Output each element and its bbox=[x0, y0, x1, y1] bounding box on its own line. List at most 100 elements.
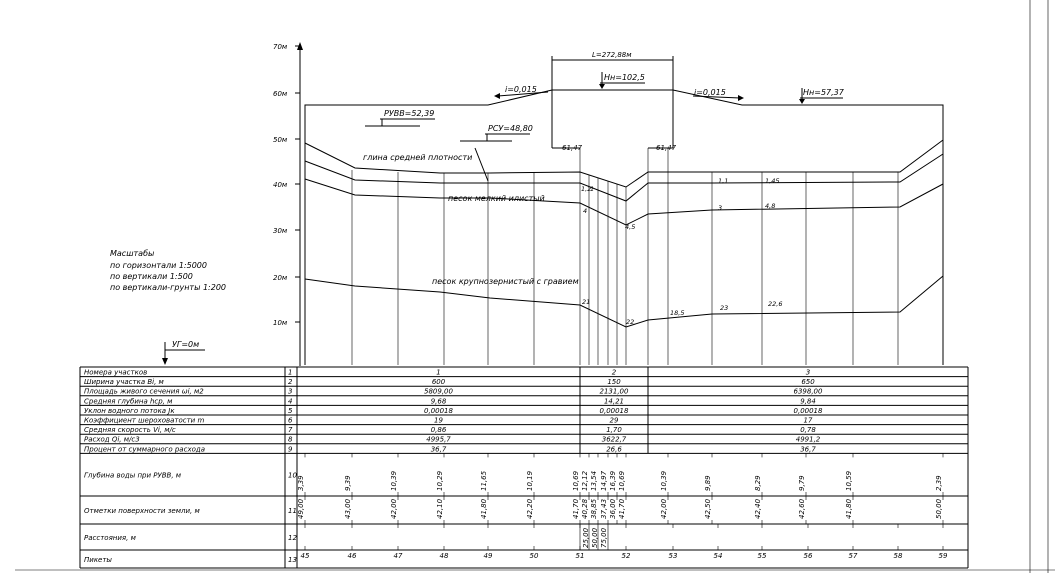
depth-value: 12,12 bbox=[581, 470, 589, 491]
picket-number: 59 bbox=[939, 552, 948, 560]
scale-horizontal: по горизонтали 1:5000 bbox=[110, 261, 207, 270]
table-cell: 650 bbox=[801, 378, 815, 386]
elevation-value: 42,40 bbox=[754, 498, 762, 519]
elevation-value: 41,80 bbox=[845, 498, 853, 519]
table-row-label: Коэффициент шероховатости m bbox=[84, 417, 204, 425]
mark-left: 61,47 bbox=[562, 144, 583, 152]
picket-number: 45 bbox=[301, 552, 310, 560]
axis-label: 60м bbox=[273, 90, 288, 98]
depth-value: 14,97 bbox=[600, 470, 608, 491]
picket-number: 57 bbox=[849, 552, 858, 560]
layer-label: 4 bbox=[583, 207, 587, 215]
table-row-number: 7 bbox=[288, 426, 293, 434]
rvv-mark: РУВВ=52,39 bbox=[365, 109, 435, 127]
scales-title: Масштабы bbox=[110, 249, 154, 258]
depth-value: 10,69 bbox=[572, 470, 580, 491]
table-row-label: Глубина воды при РУВВ, м bbox=[84, 472, 182, 480]
depth-value: 10,59 bbox=[845, 470, 853, 491]
elevation-value: 40,28 bbox=[581, 498, 589, 519]
layer-label: 4,5 bbox=[625, 223, 635, 231]
scale-vertical-soils: по вертикали-грунты 1:200 bbox=[110, 283, 226, 292]
axis-label: 40м bbox=[273, 181, 288, 189]
picket-number: 53 bbox=[669, 552, 678, 560]
table-cell: 9,84 bbox=[800, 397, 816, 405]
picket-number: 46 bbox=[348, 552, 357, 560]
table-row-label: Пикеты bbox=[84, 556, 112, 564]
depth-value: 11,65 bbox=[480, 470, 488, 491]
table-cell: 36,7 bbox=[800, 445, 816, 453]
table-cell: 3622,7 bbox=[602, 436, 627, 444]
axis-label: 70м bbox=[273, 43, 288, 51]
table-cell: 4995,7 bbox=[426, 436, 451, 444]
table-cell: 2131,00 bbox=[600, 388, 629, 396]
layer-label: 22,6 bbox=[768, 300, 782, 308]
distance-value: 50,00 bbox=[591, 527, 599, 548]
elevation-value: 49,00 bbox=[297, 498, 305, 519]
picket-number: 50 bbox=[530, 552, 539, 560]
layer-label: 21 bbox=[582, 298, 590, 306]
table-cell: 17 bbox=[804, 417, 813, 425]
depth-value: 10,39 bbox=[390, 470, 398, 491]
picket-number: 48 bbox=[440, 552, 449, 560]
soil-gravel-label: песок крупнозернистый с гравием bbox=[432, 277, 579, 286]
table-cell: 1 bbox=[436, 369, 440, 377]
boring-verticals bbox=[351, 148, 899, 365]
elevation-value: 42,00 bbox=[390, 498, 398, 519]
svg-text:РУВВ=52,39: РУВВ=52,39 bbox=[384, 109, 434, 118]
depth-value: 2,39 bbox=[935, 475, 943, 491]
hn-right-mark: Hн=57,37 bbox=[799, 88, 845, 104]
layer-label: 3 bbox=[718, 204, 722, 212]
table-row-label: Расстояния, м bbox=[84, 534, 137, 542]
rsu-mark: РСУ=48,80 bbox=[460, 124, 533, 142]
depth-value: 9,39 bbox=[344, 475, 352, 491]
table-cell: 150 bbox=[607, 378, 621, 386]
layer-label: 1 bbox=[590, 185, 594, 193]
picket-number: 51 bbox=[576, 552, 585, 560]
depth-value: 9,79 bbox=[798, 475, 806, 491]
table-cell: 5809,00 bbox=[424, 388, 453, 396]
layer-label: 1,2 bbox=[581, 185, 591, 193]
layer-label: 23 bbox=[720, 304, 728, 312]
elevation-value: 43,00 bbox=[344, 498, 352, 519]
hn-center-mark: Hн=102,5 bbox=[599, 72, 645, 89]
depth-value: 16,39 bbox=[609, 470, 617, 491]
svg-text:РСУ=48,80: РСУ=48,80 bbox=[488, 124, 533, 133]
span-dimension: L=272,88м bbox=[551, 51, 674, 90]
depth-value: 13,54 bbox=[590, 471, 598, 491]
depth-value: 3,39 bbox=[297, 475, 305, 491]
table-row-number: 10 bbox=[288, 472, 297, 480]
layer-label: 18,5 bbox=[670, 309, 684, 317]
picket-number: 49 bbox=[484, 552, 493, 560]
distance-value: 75,00 bbox=[600, 527, 608, 548]
elevation-value: 42,60 bbox=[798, 498, 806, 519]
svg-text:i=0,015: i=0,015 bbox=[694, 88, 726, 97]
elevation-value: 50,00 bbox=[935, 498, 943, 519]
table-row-number: 5 bbox=[288, 407, 293, 415]
table-row-number: 13 bbox=[288, 556, 297, 564]
table-cell: 600 bbox=[432, 378, 446, 386]
picket-number: 55 bbox=[758, 552, 767, 560]
layer-clay-top bbox=[304, 139, 944, 188]
svg-text:УГ=0м: УГ=0м bbox=[172, 340, 199, 349]
scale-vertical: по вертикали 1:500 bbox=[110, 272, 193, 281]
soil-clay-label: глина средней плотности bbox=[363, 153, 472, 162]
elevation-value: 38,85 bbox=[590, 498, 598, 519]
table-row-label: Средняя скорость Vi, м/с bbox=[84, 426, 176, 434]
table-row-label: Номера участков bbox=[84, 369, 147, 377]
depth-value: 10,19 bbox=[526, 470, 534, 491]
table-cell: 29 bbox=[610, 417, 619, 425]
table-row-number: 11 bbox=[288, 507, 297, 515]
distance-value: 25,00 bbox=[582, 527, 590, 548]
svg-text:Hн=57,37: Hн=57,37 bbox=[803, 88, 845, 97]
layer-label: 1,1 bbox=[718, 177, 728, 185]
elevation-value: 41,80 bbox=[480, 498, 488, 519]
table-row-label: Ширина участка Bi, м bbox=[84, 378, 165, 386]
picket-number: 47 bbox=[394, 552, 403, 560]
table-row-number: 3 bbox=[288, 388, 292, 396]
elevation-value: 42,50 bbox=[704, 498, 712, 519]
picket-number: 52 bbox=[622, 552, 631, 560]
table-row-number: 12 bbox=[288, 534, 297, 542]
depth-value: 10,69 bbox=[618, 470, 626, 491]
